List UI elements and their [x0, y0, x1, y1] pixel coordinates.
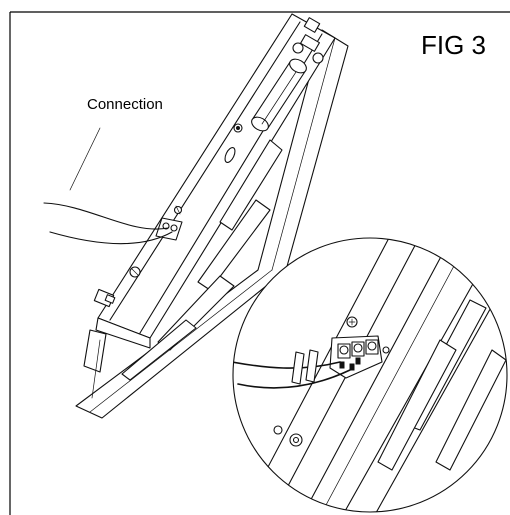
figure-label: FIG 3 [421, 30, 487, 60]
louvres [121, 139, 283, 381]
mounting-slot [224, 147, 236, 163]
supply-cable [43, 202, 169, 230]
thermostat-cylinder [251, 58, 307, 132]
terminal-block-detail [329, 316, 390, 379]
detail-magnifier [232, 237, 508, 513]
terminal-block [155, 205, 183, 241]
back-panel [75, 29, 349, 419]
wall-bracket [83, 329, 107, 373]
supply-cable-detail [233, 361, 341, 369]
heater-unit [43, 13, 349, 419]
side-face [95, 317, 151, 349]
connection-label: Connection [87, 96, 163, 113]
callout-leader [69, 127, 101, 191]
page-frame [9, 11, 510, 515]
